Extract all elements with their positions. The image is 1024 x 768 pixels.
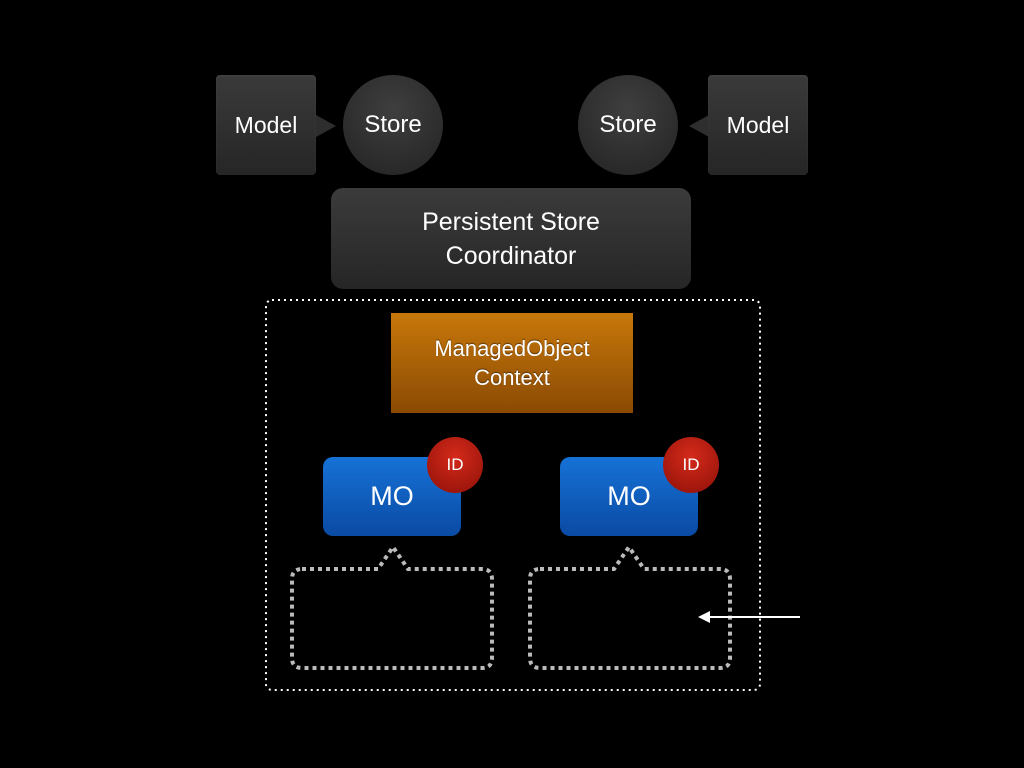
model-left-label: Model [234, 111, 298, 138]
store-left-label: Store [364, 111, 422, 138]
placeholder-callout-right [528, 543, 732, 670]
mo-left-id-badge: ID [427, 437, 483, 493]
mo-left-id-label: ID [446, 455, 464, 474]
store-right-label: Store [599, 111, 657, 138]
connector-model-left-to-store [316, 115, 336, 137]
store-left-node: Store [343, 75, 443, 175]
placeholder-callout-left [290, 543, 494, 670]
mo-right-id-label: ID [682, 455, 700, 474]
coordinator-label-line-2: Coordinator [445, 241, 577, 270]
context-label-line-1: ManagedObject [434, 336, 590, 361]
context-boundary [265, 299, 761, 691]
model-left-node: Model [216, 75, 316, 175]
model-right-node: Model [708, 75, 808, 175]
mo-left-label: MO [370, 481, 414, 511]
persistent-store-coordinator-node: Persistent Store Coordinator [331, 188, 691, 289]
coordinator-label-line-1: Persistent Store [422, 207, 600, 236]
connector-model-right-to-store [689, 115, 709, 137]
managed-object-context-node: ManagedObject Context [391, 313, 633, 413]
model-right-label: Model [726, 111, 790, 138]
mo-right-label: MO [607, 481, 651, 511]
store-right-node: Store [578, 75, 678, 175]
arrow-head [698, 611, 710, 623]
mo-right-id-badge: ID [663, 437, 719, 493]
context-label-line-2: Context [474, 365, 550, 390]
